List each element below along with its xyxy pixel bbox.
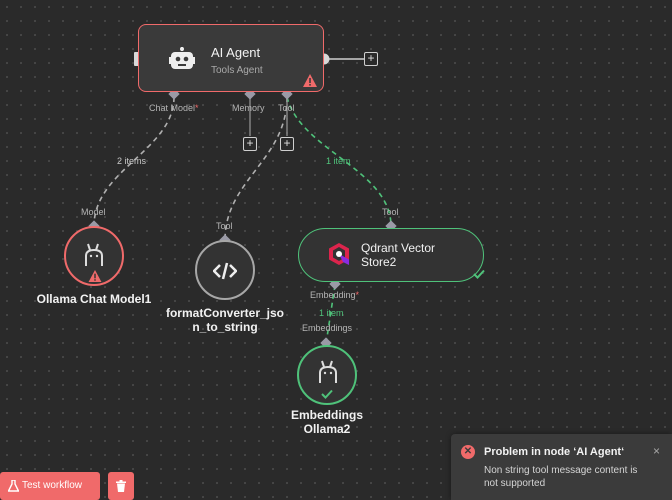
trash-icon [116,480,126,492]
llama-icon [319,360,337,383]
port-label-formatter-tool: Tool [216,221,233,231]
warning-icon [88,270,102,282]
add-next-node-button[interactable]: + [364,52,378,66]
ollama-chat-model-label: Ollama Chat Model1 [36,292,152,306]
agent-subtitle: Tools Agent [211,65,263,76]
edge-tool-formatter[interactable] [224,96,288,241]
add-tool-button[interactable]: + [280,137,294,151]
port-label-embedding: Embedding* [310,290,360,300]
error-icon: ✕ [461,445,475,459]
edge-tool-qdrant[interactable] [286,96,392,227]
flask-icon [8,480,19,492]
check-icon [473,269,485,279]
port-label-memory: Memory [232,103,265,113]
ollama-chat-model-node[interactable] [64,226,124,286]
toast-message: Non string tool message content is not s… [484,465,638,489]
test-workflow-label: Test workflow [22,480,83,491]
test-workflow-button[interactable]: Test workflow [0,472,100,500]
embeddings-ollama-node[interactable] [297,345,357,405]
close-icon[interactable]: × [652,444,660,458]
port-label-chat-model: Chat Model* [149,103,199,113]
llama-icon [85,243,103,266]
delete-button[interactable] [108,472,134,500]
warning-icon [303,74,317,87]
edge-label-tool-items: 1 item [326,156,351,166]
edge-chat-model[interactable] [93,96,175,227]
edge-label-chat-items: 2 items [117,156,147,166]
error-toast: ✕ Problem in node ‘AI Agent‘ × Non strin… [451,434,672,500]
format-converter-node[interactable] [195,240,255,300]
robot-icon [169,47,195,69]
edge-label-embedding-items: 1 item [319,308,344,318]
code-icon [213,262,237,280]
ai-agent-node[interactable]: AI Agent Tools Agent [138,24,324,92]
toast-title: Problem in node ‘AI Agent‘ [484,446,625,458]
edge-embedding[interactable] [325,284,336,345]
port-label-tool: Tool [278,103,295,113]
check-icon [321,389,333,399]
qdrant-icon [329,243,349,265]
port-label-embeddings: Embeddings [302,323,353,333]
add-memory-button[interactable]: + [243,137,257,151]
port-label-qdrant-tool: Tool [382,207,399,217]
agent-title: AI Agent [211,45,261,60]
port-label-model: Model [81,207,106,217]
